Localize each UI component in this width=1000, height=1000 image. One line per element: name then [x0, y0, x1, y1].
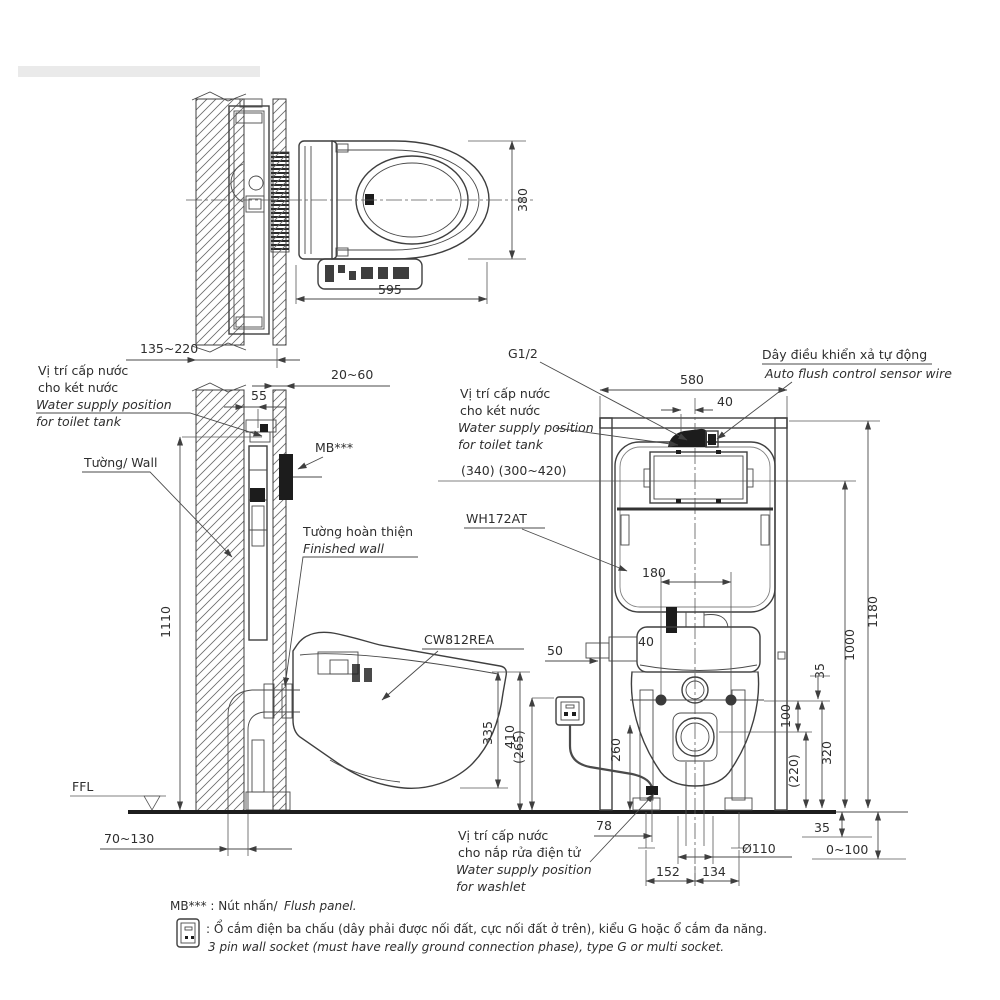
dim-washlet-gap: 35	[812, 663, 827, 679]
label-tank-supply-en1: Water supply position	[458, 420, 594, 435]
label-washlet-supply: Vị trí cấp nước cho nắp rửa điện tử Wate…	[456, 793, 655, 894]
dim-finish-thickness: 20~60	[331, 367, 373, 382]
toilet-front-view	[585, 607, 764, 846]
dim-socket-gap: 50	[547, 643, 563, 658]
label-washlet-supply-vi2: cho nắp rửa điện tử	[458, 845, 581, 860]
note-flush-panel: MB*** : Nút nhấn/	[170, 899, 279, 913]
label-sensor-wire-en: Auto flush control sensor wire	[764, 366, 952, 381]
label-tank-supply-en1: Water supply position	[36, 397, 172, 412]
wall-socket	[555, 696, 658, 795]
dim-wall-thickness: 135~220	[140, 341, 198, 356]
dim-frame-height: 1180	[865, 596, 880, 628]
dim-bolt-spacing: 180	[642, 565, 666, 580]
finished-wall-top-view	[272, 98, 287, 346]
dim-frame-height-upper: 1000	[842, 629, 857, 661]
dim-bowl-length: 595	[378, 282, 402, 297]
dim-drain-dia: Ø110	[742, 841, 776, 856]
dim-foot-right: 134	[702, 864, 726, 879]
dim-drain-height-opt: (220)	[786, 754, 801, 788]
label-finished-wall-vi: Tường hoàn thiện	[302, 524, 413, 539]
socket-icon	[176, 918, 200, 948]
dim-washlet-supply-height: 260	[608, 738, 623, 762]
note-socket-en: 3 pin wall socket (must have really grou…	[208, 940, 724, 954]
dim-drain-offset: 70~130	[104, 831, 154, 846]
dim-foot-left: 152	[656, 864, 680, 879]
label-tank-supply-en2: for toilet tank	[36, 414, 122, 429]
label-tank-supply-front: Vị trí cấp nước cho két nước Water suppl…	[458, 386, 679, 452]
label-washlet-supply-en2: for washlet	[456, 879, 527, 894]
front-view-drawing: 580	[438, 346, 952, 894]
label-finished-wall-en: Finished wall	[303, 541, 384, 556]
label-g-half: G1/2	[508, 346, 538, 361]
label-bowl-model: CW812REA	[424, 632, 495, 647]
dim-floor-range: 0~100	[826, 842, 868, 857]
dim-rim-height: 410	[502, 725, 517, 749]
label-tank-supply-side: Vị trí cấp nước cho két nước Water suppl…	[36, 363, 263, 437]
label-tank-supply-en2: for toilet tank	[458, 437, 544, 452]
label-frame-model: WH172AT	[466, 511, 527, 526]
dim-rim-to-bottom: 335	[480, 721, 495, 745]
label-tank-supply-vi1: Vị trí cấp nước	[460, 386, 550, 401]
label-wall: Tường/ Wall	[83, 455, 157, 470]
note-socket-vi: : Ổ cắm điện ba chấu (dây phải được nối …	[206, 920, 767, 936]
note-flush-panel-en: Flush panel.	[284, 899, 357, 913]
dim-bolt-height: 320	[819, 741, 834, 765]
label-tank-supply-vi2: cho két nước	[38, 380, 118, 395]
wall-section-top-view	[195, 98, 245, 346]
wall-section-side-view	[195, 389, 245, 813]
washlet-remote-control	[317, 258, 423, 290]
dim-supply-height: 1110	[158, 606, 173, 638]
dim-sensor-offset: 40	[717, 394, 733, 409]
top-view-drawing: 380 595 135~220	[126, 91, 533, 368]
label-tank-supply-vi2: cho két nước	[460, 403, 540, 418]
dim-supply-to-drain: 78	[596, 818, 612, 833]
dim-floor-gap: 35	[814, 820, 830, 835]
toilet-side-view	[292, 631, 508, 789]
dim-bowl-width: 380	[515, 188, 530, 212]
label-tank-supply-vi1: Vị trí cấp nước	[38, 363, 128, 378]
dim-panel-height: (340) (300~420)	[461, 463, 567, 478]
label-flush-panel-code: MB***	[315, 440, 353, 455]
label-sensor-wire-vi: Dây điều khiển xả tự động	[762, 347, 927, 362]
notes: MB*** : Nút nhấn/ Flush panel. : Ổ cắm đ…	[170, 899, 767, 954]
dim-frame-width: 580	[680, 372, 704, 387]
dim-washlet-offset: 40	[638, 634, 654, 649]
finished-wall-side-view	[272, 389, 287, 813]
dim-supply-offset: 55	[251, 388, 267, 403]
dim-bolt-to-drain: 100	[778, 704, 793, 728]
label-washlet-supply-vi1: Vị trí cấp nước	[458, 828, 548, 843]
side-view-drawing: MB*** 20~60 55 Vị trí cấp nước cho két n…	[36, 363, 908, 856]
flush-panel	[279, 454, 293, 500]
label-ffl: FFL	[72, 779, 93, 794]
label-washlet-supply-en1: Water supply position	[456, 862, 592, 877]
watermark-smudge	[18, 66, 260, 77]
dim-socket-height: (265)	[511, 730, 526, 764]
